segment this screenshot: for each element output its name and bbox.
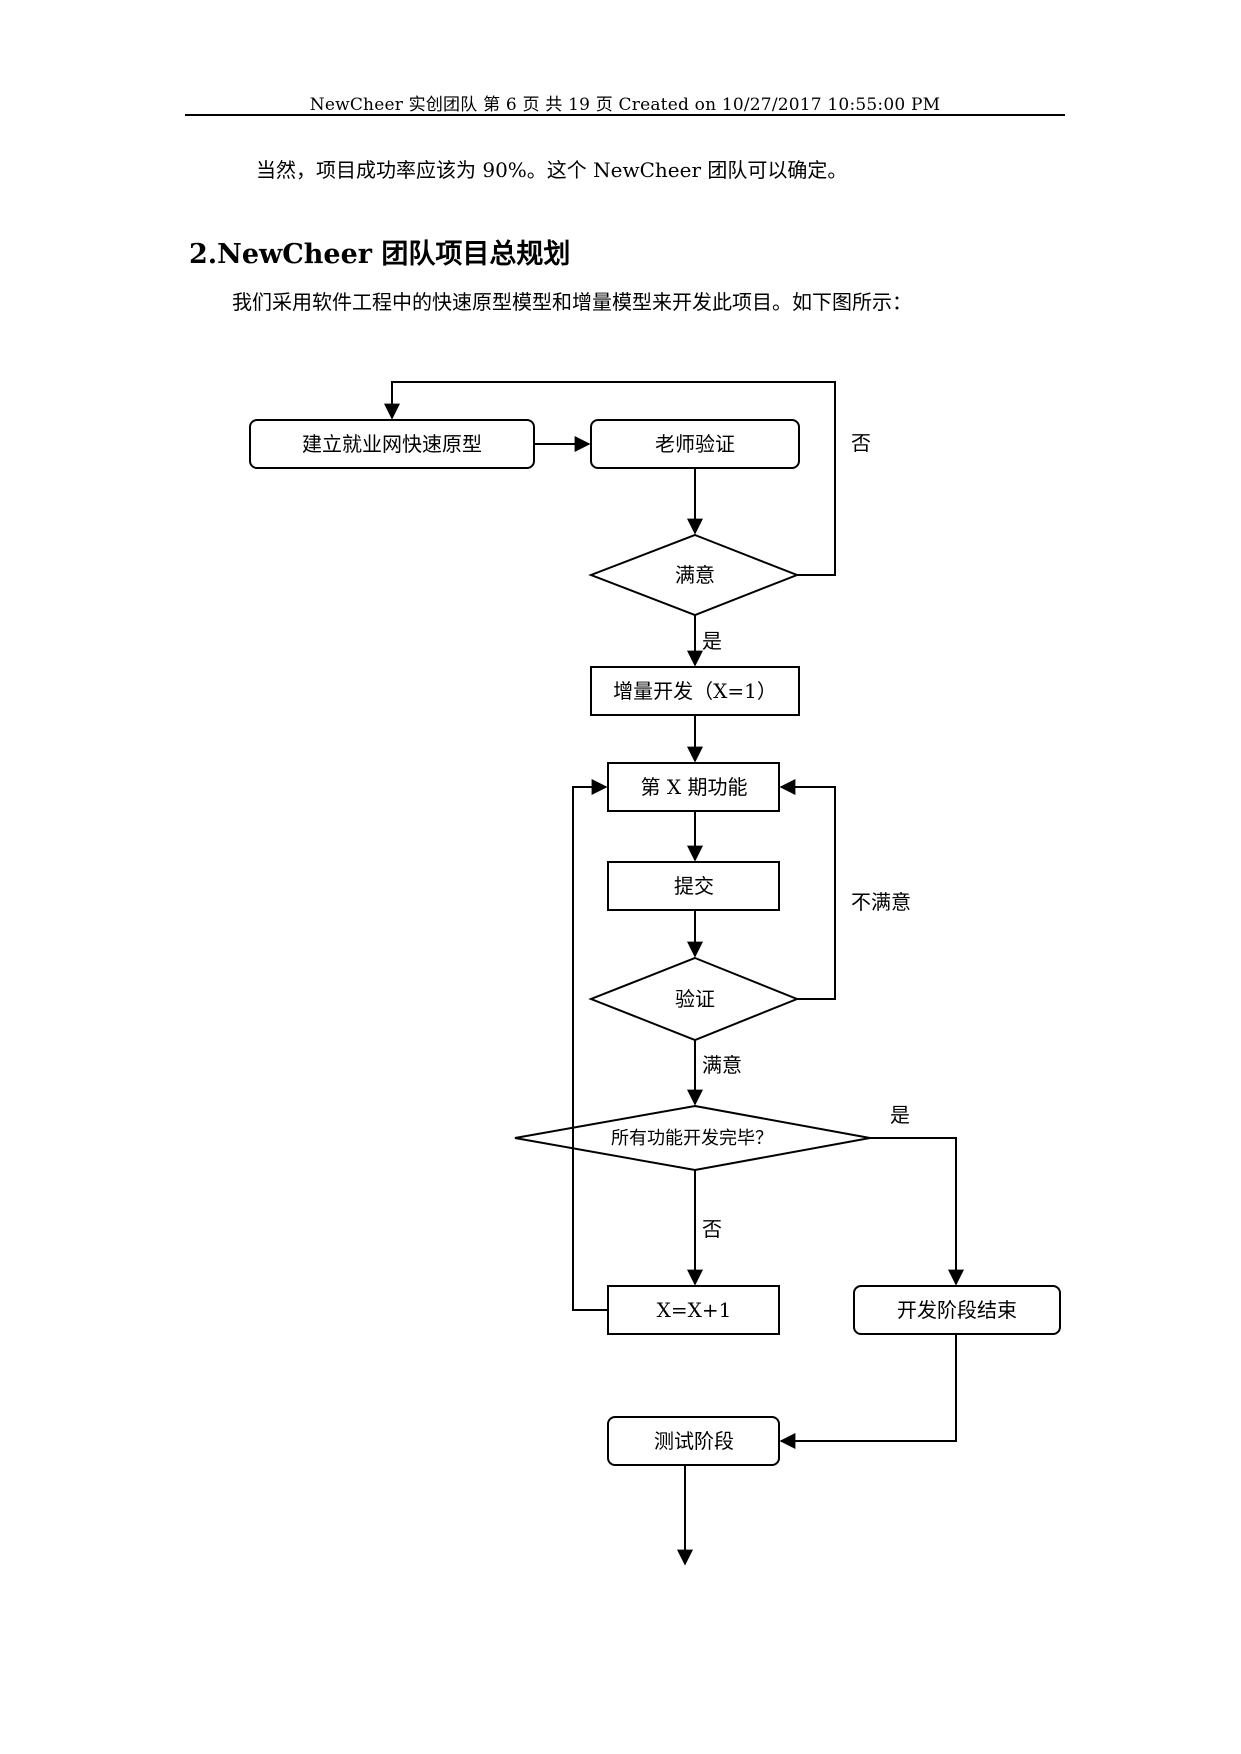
incremental-dev-label: 增量开发（X=1） <box>613 679 777 703</box>
verify-decision-label: 验证 <box>675 987 715 1011</box>
page-header: NewCheer 实创团队 第 6 页 共 19 页 Created on 10… <box>309 95 941 115</box>
edge-dev-end-to-test <box>779 1334 957 1449</box>
dev-phase-end-label: 开发阶段结束 <box>897 1298 1017 1322</box>
edge-label-all-done-yes: 是 <box>890 1103 910 1127</box>
edge-label-verify-unsatisfied: 不满意 <box>851 890 911 914</box>
x-increment-label: X=X+1 <box>657 1298 732 1322</box>
edge-label-prototype-no: 否 <box>851 431 871 455</box>
test-phase-label: 测试阶段 <box>654 1429 734 1453</box>
edge-label-verify-satisfied: 满意 <box>702 1053 742 1077</box>
test-phase-box <box>607 1416 780 1466</box>
intro-paragraph: 当然，项目成功率应该为 90%。这个 NewCheer 团队可以确定。 <box>256 158 848 182</box>
all-done-decision-label: 所有功能开发完毕？ <box>611 1128 773 1149</box>
edge-label-all-done-no: 否 <box>702 1217 722 1241</box>
section-title: 2.NewCheer 团队项目总规划 <box>189 239 571 270</box>
phase-x-label: 第 X 期功能 <box>641 775 748 799</box>
submit-label: 提交 <box>674 874 714 898</box>
header-rule <box>185 114 1065 116</box>
submit-box <box>607 861 780 911</box>
edge-increment-loop <box>572 779 608 1311</box>
section-description: 我们采用软件工程中的快速原型模型和增量模型来开发此项目。如下图所示： <box>232 290 912 314</box>
phase-x-box <box>607 762 780 812</box>
edge-unsatisfied-loop <box>384 381 836 576</box>
build-prototype-label: 建立就业网快速原型 <box>302 432 482 456</box>
satisfied-decision-label: 满意 <box>675 563 715 587</box>
edge-all-done-yes <box>870 1137 964 1286</box>
teacher-verify-label: 老师验证 <box>655 432 735 456</box>
edge-verify-unsatisfied-loop <box>779 779 836 1000</box>
edge-label-prototype-yes: 是 <box>702 629 722 653</box>
